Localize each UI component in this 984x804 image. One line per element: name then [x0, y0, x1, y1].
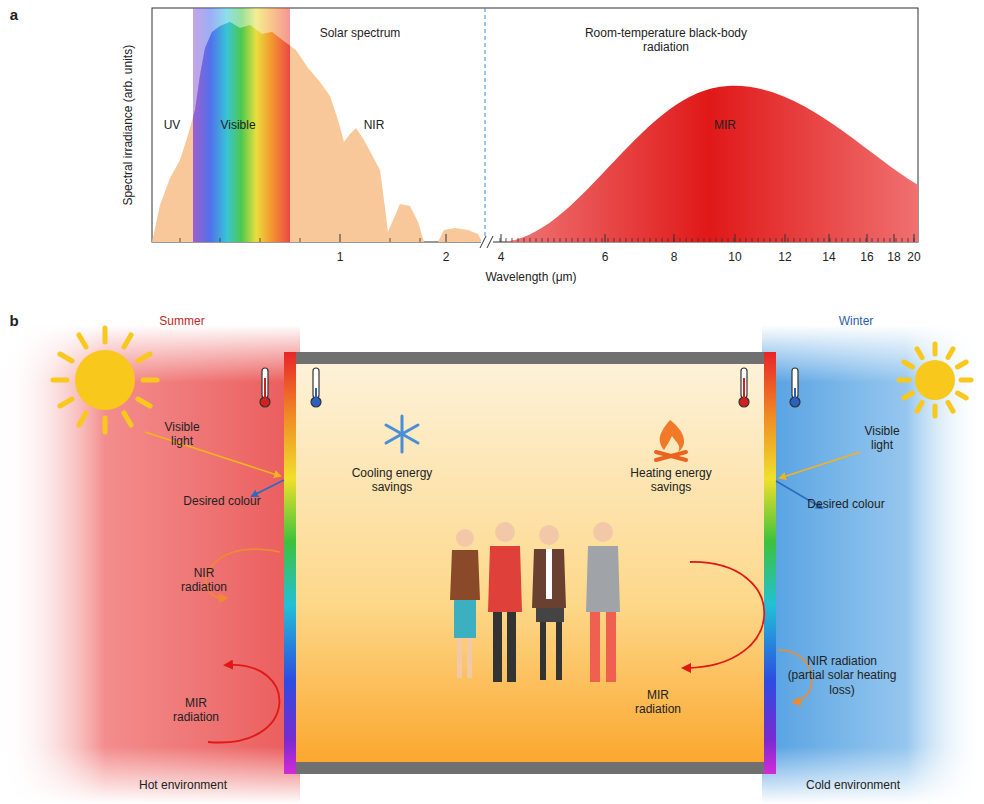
- label: Desired colour: [796, 497, 896, 511]
- label: MIR: [700, 118, 750, 132]
- tick-label: 8: [662, 250, 686, 264]
- label: NIR radiation (partial solar heating los…: [787, 654, 897, 697]
- label: Visible: [203, 118, 273, 132]
- label: Heating energy savings: [616, 466, 726, 495]
- tick-label: 4: [489, 250, 513, 264]
- label: Cold environment: [788, 778, 918, 792]
- label: UV: [152, 118, 192, 132]
- label: Cooling energy savings: [337, 466, 447, 495]
- tick-label: 20: [902, 250, 926, 264]
- tick-label: 14: [817, 250, 841, 264]
- label: Room-temperature black-body radiation: [566, 26, 766, 55]
- label: NIR radiation: [169, 566, 239, 595]
- label: Hot environment: [118, 778, 248, 792]
- tick-label: 16: [855, 250, 879, 264]
- tick-label: 18: [882, 250, 906, 264]
- tick-label: 2: [434, 250, 458, 264]
- label: Solar spectrum: [300, 26, 420, 40]
- label: Spectral irradiance (arb. units): [121, 5, 135, 245]
- label: MIR radiation: [623, 688, 693, 717]
- panel-letter: a: [4, 6, 24, 24]
- tick-label: 12: [773, 250, 797, 264]
- label: Visible light: [852, 424, 912, 453]
- label: Visible light: [152, 420, 212, 449]
- tick-label: 10: [723, 250, 747, 264]
- label: MIR radiation: [161, 696, 231, 725]
- tick-label: 6: [593, 250, 617, 264]
- tick-label: 1: [328, 250, 352, 264]
- label: Wavelength (μm): [461, 270, 601, 284]
- label: Summer: [142, 314, 222, 328]
- label: Desired colour: [172, 494, 272, 508]
- label: NIR: [349, 118, 399, 132]
- panel-letter: b: [4, 312, 24, 330]
- label: Winter: [816, 314, 896, 328]
